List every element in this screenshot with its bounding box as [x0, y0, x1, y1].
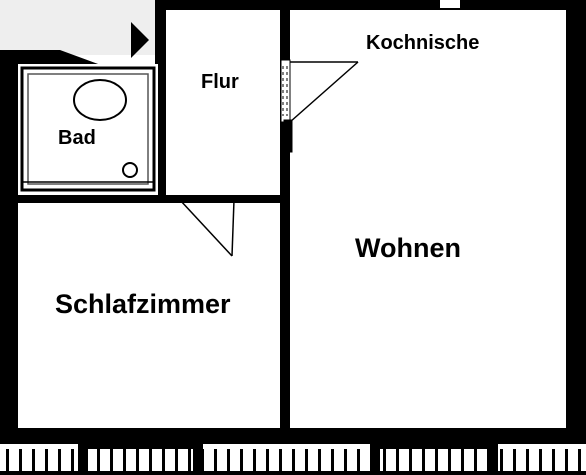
balcony-railing	[0, 433, 586, 475]
railing-baluster	[97, 449, 100, 471]
railing-baluster	[448, 449, 451, 471]
schlafzimmer-floor	[20, 203, 279, 427]
railing-baluster	[279, 449, 282, 471]
railing-baluster	[513, 449, 516, 471]
railing-baluster	[526, 449, 529, 471]
railing-baluster	[565, 449, 568, 471]
railing-baluster	[149, 449, 152, 471]
railing-baluster	[136, 449, 139, 471]
railing-baluster	[331, 449, 334, 471]
railing-baluster	[435, 449, 438, 471]
railing-baluster	[6, 449, 9, 471]
railing-baluster	[552, 449, 555, 471]
railing-baluster	[188, 449, 191, 471]
top-door-gap	[440, 0, 460, 8]
entrance-arrow-icon	[131, 22, 149, 58]
railing-baluster	[253, 449, 256, 471]
railing-baluster	[539, 449, 542, 471]
railing-baluster	[292, 449, 295, 471]
railing-baluster	[409, 449, 412, 471]
bathtub	[20, 66, 156, 192]
railing-baluster	[71, 449, 74, 471]
railing-baluster	[474, 449, 477, 471]
railing-baluster	[383, 449, 386, 471]
washbasin	[73, 79, 127, 121]
railing-baluster	[110, 449, 113, 471]
bedroom-door	[179, 199, 235, 257]
kochnische-marker	[280, 59, 359, 153]
railing-baluster	[45, 449, 48, 471]
outside-area	[0, 0, 155, 55]
railing-baluster	[201, 449, 204, 471]
railing-baluster	[58, 449, 61, 471]
railing-baluster	[240, 449, 243, 471]
railing-baluster	[461, 449, 464, 471]
railing-baluster	[162, 449, 165, 471]
railing-baluster	[84, 449, 87, 471]
railing-baluster	[227, 449, 230, 471]
room-label-bad: Bad	[58, 127, 96, 149]
walls	[0, 0, 586, 440]
room-label-kochnische: Kochnische	[366, 32, 480, 54]
railing-baluster	[370, 449, 373, 471]
railing-baluster	[357, 449, 360, 471]
railing-baluster	[500, 449, 503, 471]
bathroom	[18, 64, 158, 195]
railing-baluster	[19, 449, 22, 471]
railing-baluster	[318, 449, 321, 471]
railing-baluster	[123, 449, 126, 471]
railing-baluster	[422, 449, 425, 471]
railing-baluster	[175, 449, 178, 471]
room-label-flur: Flur	[201, 71, 239, 93]
railing-baluster	[487, 449, 490, 471]
railing-baluster	[32, 449, 35, 471]
wohnen-floor	[292, 12, 564, 427]
room-label-schlafzimmer: Schlafzimmer	[55, 289, 231, 319]
railing-baluster	[305, 449, 308, 471]
railing-baluster	[344, 449, 347, 471]
room-label-wohnen: Wohnen	[355, 233, 461, 263]
railing-baluster	[214, 449, 217, 471]
flur-floor	[166, 12, 280, 195]
railing-baluster	[396, 449, 399, 471]
railing-baluster	[266, 449, 269, 471]
railing-baluster	[578, 449, 581, 471]
toilet	[122, 162, 138, 178]
